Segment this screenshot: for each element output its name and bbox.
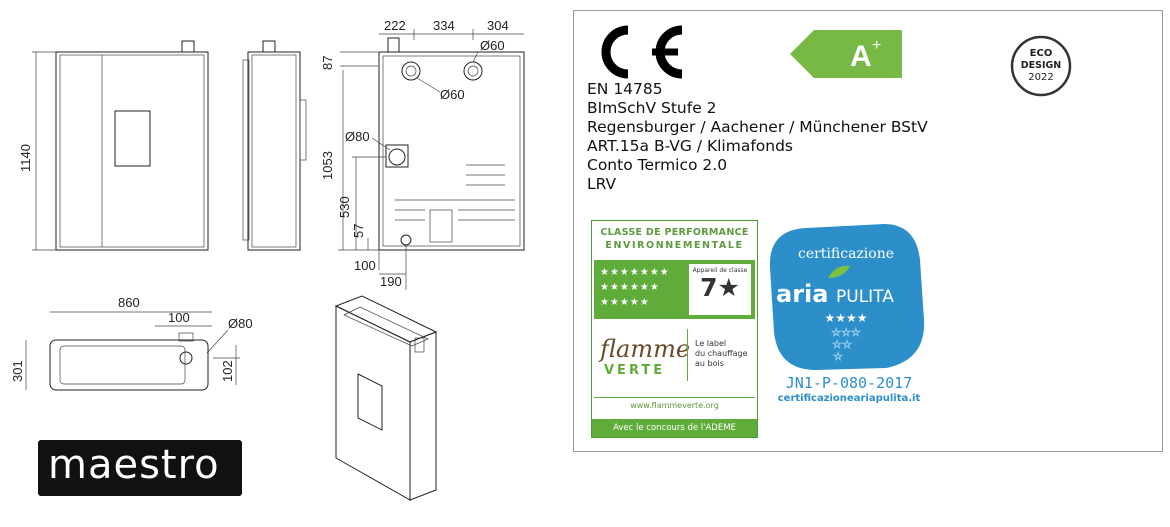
ce-mark bbox=[601, 25, 683, 79]
fv-stars-row-2: ★★★★★★ bbox=[600, 282, 660, 293]
dim-front-height: 1140 bbox=[18, 144, 33, 172]
dim-pipe-d60-b: Ø60 bbox=[480, 38, 505, 53]
plan-view: 860 100 Ø80 301 102 bbox=[10, 295, 253, 391]
fv-stars-row-3: ★★★★★ bbox=[600, 297, 650, 308]
dim-plan-width: 860 bbox=[118, 295, 140, 310]
technical-drawings: 1140 222 334 304 Ø60 bbox=[10, 18, 525, 501]
dim-top-offset: 87 bbox=[320, 56, 335, 70]
dim-bottom-width: 190 bbox=[380, 274, 402, 289]
ap-code: JN1-P-080-2017 bbox=[785, 374, 913, 392]
maestro-logo-text: maestro bbox=[48, 442, 220, 488]
dim-plan-offset: 100 bbox=[168, 310, 190, 325]
fv-performance-band: ★★★★★★★ ★★★★★★ ★★★★★ Appareil de classe … bbox=[594, 260, 755, 319]
fv-footer: Avec le concours de l'ADEME bbox=[592, 419, 757, 437]
eco-line-3: 2022 bbox=[1028, 72, 1053, 83]
dim-plan-depth: 301 bbox=[10, 360, 25, 382]
fv-header-1: CLASSE DE PERFORMANCE bbox=[600, 227, 749, 238]
fv-label-text: Le label du chauffage au bois bbox=[695, 339, 748, 369]
maestro-logo: maestro bbox=[38, 440, 242, 496]
dim-pipe-d60-a: Ø60 bbox=[440, 87, 465, 102]
cert-line: ART.15a B-VG / Klimafonds bbox=[587, 137, 794, 155]
eco-line-2: DESIGN bbox=[1021, 60, 1062, 71]
cert-line: Regensburger / Aachener / Münchener BStV bbox=[587, 118, 928, 136]
fv-logo-text: flamme bbox=[600, 335, 691, 363]
dim-pipe-d80: Ø80 bbox=[345, 129, 370, 144]
certification-list: EN 14785 BImSchV Stufe 2 Regensburger / … bbox=[587, 80, 928, 194]
dim-plan-d80: Ø80 bbox=[228, 316, 253, 331]
fv-logo-verte: VERTE bbox=[604, 363, 666, 378]
energy-class-plus: + bbox=[872, 37, 881, 54]
dim-top-304: 304 bbox=[487, 18, 509, 33]
leaf-icon bbox=[828, 265, 850, 278]
ap-brand-aria: aria bbox=[776, 280, 828, 308]
fv-class-text: Appareil de classe bbox=[692, 267, 748, 274]
dim-mid-height: 530 bbox=[337, 196, 352, 218]
ap-brand-pulita: PULITA bbox=[836, 287, 894, 307]
dim-plan-102: 102 bbox=[220, 360, 235, 382]
fv-divider bbox=[687, 329, 688, 381]
side-view bbox=[242, 40, 307, 251]
dim-top-334: 334 bbox=[433, 18, 455, 33]
dim-top-222: 222 bbox=[384, 18, 406, 33]
fv-header-2: ENVIRONNEMENTALE bbox=[605, 240, 744, 251]
rear-view: 222 334 304 Ø60 Ø60 Ø80 87 1053 530 57 1… bbox=[320, 18, 525, 290]
fv-label-line: du chauffage bbox=[695, 349, 748, 358]
front-view: 1140 bbox=[18, 40, 209, 251]
ap-stars: ★★★★ bbox=[824, 311, 867, 325]
perspective-view bbox=[334, 295, 438, 501]
energy-class: A bbox=[850, 40, 872, 73]
fv-class-box: Appareil de classe 7★ bbox=[689, 264, 751, 315]
ap-url: certificazioneariapulita.it bbox=[777, 393, 921, 404]
ap-star-outline-icon: ☆☆☆ bbox=[831, 326, 861, 339]
eco-line-1: ECO bbox=[1030, 48, 1053, 59]
dim-low-height: 57 bbox=[351, 224, 366, 238]
ap-star-outline-icon: ☆ bbox=[833, 350, 843, 363]
aria-pulita-badge: certificazione aria PULITA ★★★★ ☆☆☆ ☆☆ ☆ bbox=[769, 224, 925, 370]
fv-stars-row-1: ★★★★★★★ bbox=[600, 267, 670, 278]
fv-label-line: au bois bbox=[695, 359, 724, 368]
energy-class-label: A + bbox=[790, 30, 902, 78]
cert-line: LRV bbox=[587, 175, 617, 193]
cert-line: Conto Termico 2.0 bbox=[587, 156, 728, 174]
flamme-verte-label: CLASSE DE PERFORMANCE ENVIRONNEMENTALE ★… bbox=[591, 220, 758, 438]
ap-title: certificazione bbox=[798, 246, 894, 262]
fv-label-line: Le label bbox=[695, 339, 727, 348]
cert-line: EN 14785 bbox=[587, 80, 663, 98]
cert-line: BImSchV Stufe 2 bbox=[587, 99, 717, 117]
fv-url: www.flammeverte.org bbox=[594, 397, 755, 410]
fv-class-number: 7★ bbox=[700, 273, 740, 302]
dim-bottom-offset: 100 bbox=[354, 258, 376, 273]
eco-design-badge: ECO DESIGN 2022 bbox=[1010, 35, 1072, 97]
ap-star-outline-icon: ☆☆ bbox=[832, 338, 852, 351]
dim-side-height: 1053 bbox=[320, 151, 335, 180]
